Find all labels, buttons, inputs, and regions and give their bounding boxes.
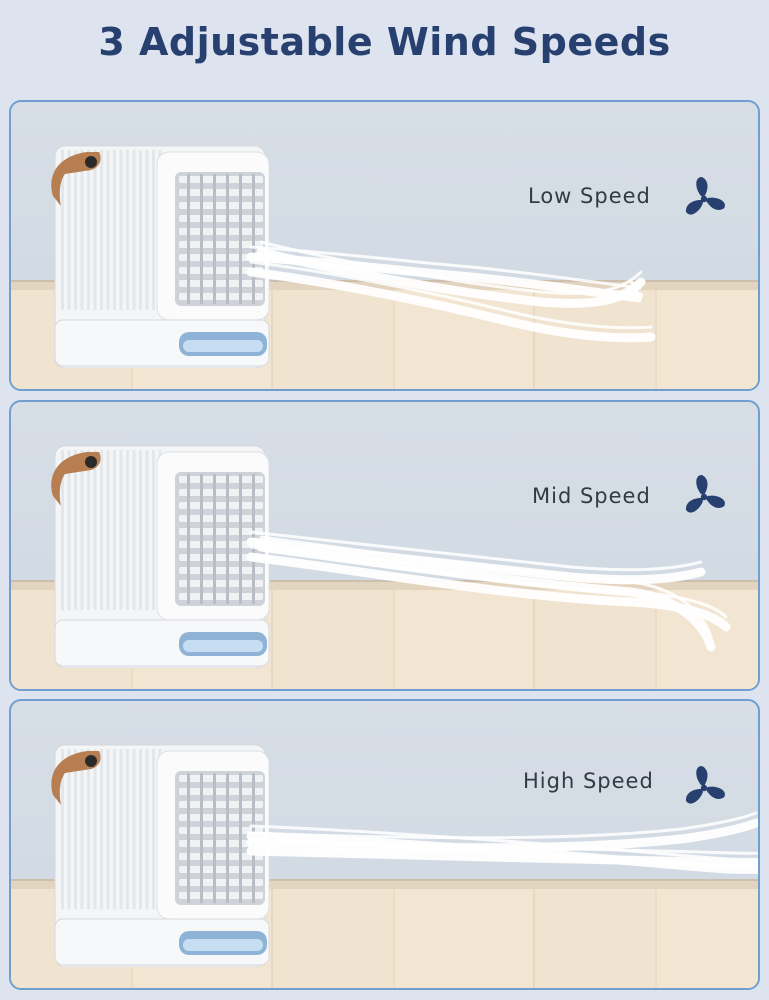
wind-stream: [246, 240, 656, 343]
air-cooler-image: [51, 445, 270, 668]
speed-panel-low: Low Speed: [9, 100, 760, 391]
skirting-board: [11, 580, 758, 590]
air-cooler-image: [51, 145, 270, 368]
speed-panel-high: High Speed: [9, 699, 760, 990]
fan-icon: [685, 475, 725, 513]
speed-label: High Speed: [523, 769, 654, 793]
wind-stream: [246, 530, 731, 652]
speed-label: Low Speed: [528, 184, 651, 208]
speed-label: Mid Speed: [532, 484, 651, 508]
wind-stream: [246, 811, 758, 874]
fan-icon: [685, 766, 725, 804]
speed-panel-mid: Mid Speed: [9, 400, 760, 691]
page-title: 3 Adjustable Wind Speeds: [98, 20, 671, 64]
skirting-board: [11, 879, 758, 889]
air-cooler-image: [51, 744, 270, 967]
fan-icon: [685, 177, 725, 215]
